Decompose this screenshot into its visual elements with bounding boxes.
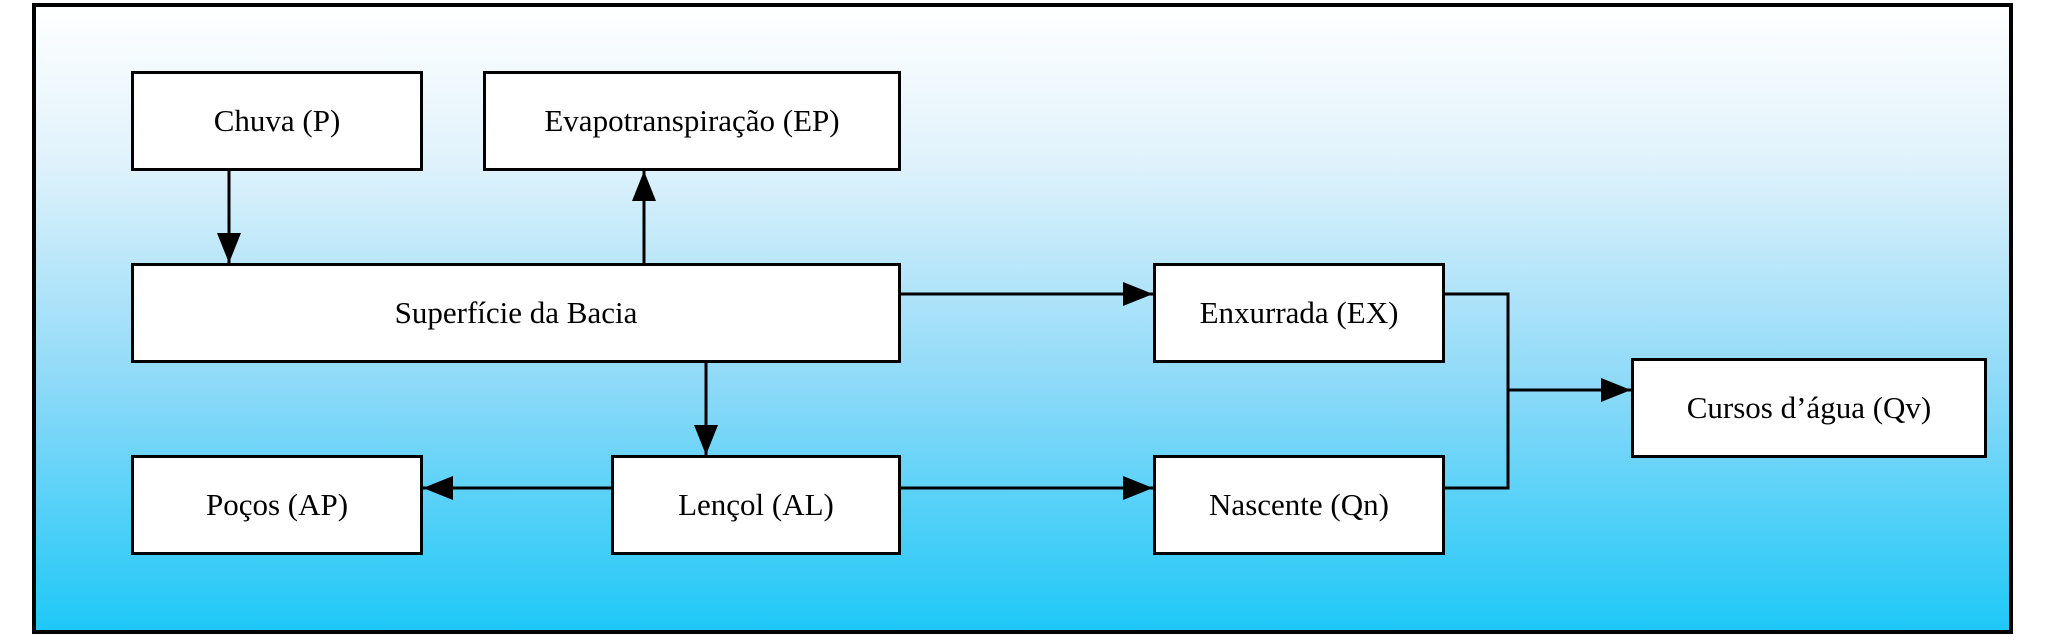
node-lencol-label: Lençol (AL): [678, 487, 834, 522]
node-pocos: Poços (AP): [131, 455, 423, 555]
node-evapotranspiracao: Evapotranspiração (EP): [483, 71, 901, 171]
node-chuva-label: Chuva (P): [213, 103, 341, 138]
node-enxurrada-label: Enxurrada (EX): [1199, 295, 1399, 330]
node-nascente: Nascente (Qn): [1153, 455, 1445, 555]
diagram-frame: Chuva (P) Evapotranspiração (EP) Superfí…: [32, 3, 2013, 634]
node-cursos-agua: Cursos d’água (Qv): [1631, 358, 1987, 458]
node-cursos-agua-label: Cursos d’água (Qv): [1686, 390, 1932, 425]
node-superficie-bacia-label: Superfície da Bacia: [394, 295, 638, 330]
node-lencol: Lençol (AL): [611, 455, 901, 555]
node-evapotranspiracao-label: Evapotranspiração (EP): [544, 103, 840, 138]
node-superficie-bacia: Superfície da Bacia: [131, 263, 901, 363]
node-pocos-label: Poços (AP): [205, 487, 349, 522]
node-enxurrada: Enxurrada (EX): [1153, 263, 1445, 363]
edge-enxurrada-to-cursos: [1445, 292, 1510, 390]
node-chuva: Chuva (P): [131, 71, 423, 171]
node-nascente-label: Nascente (Qn): [1209, 487, 1389, 522]
edges-layer: [217, 171, 1631, 500]
edge-nascente-to-cursos: [1445, 390, 1510, 490]
